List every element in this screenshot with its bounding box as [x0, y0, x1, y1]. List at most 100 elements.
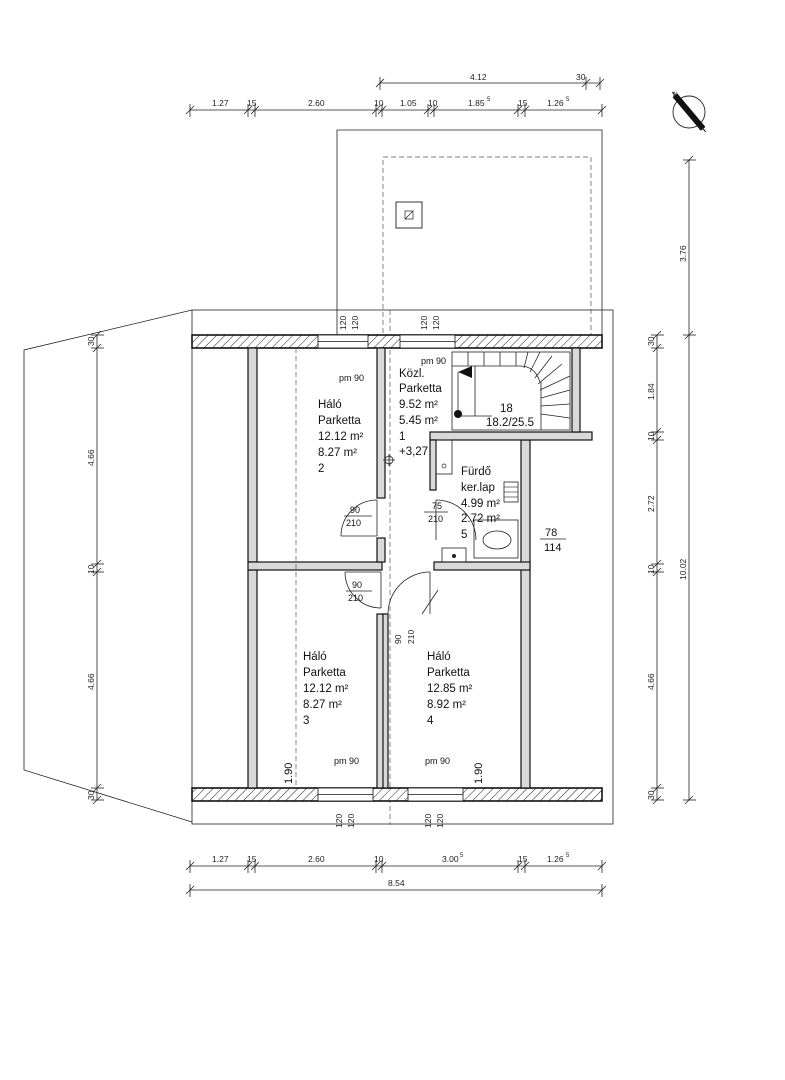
- dim-bottom-5: 15: [518, 854, 528, 864]
- dim-bottom-0: 1.27: [212, 854, 229, 864]
- room-5-area1: 4.99 m²: [461, 498, 500, 510]
- dim-bottom-1: 15: [247, 854, 257, 864]
- room-3-name: Háló: [303, 651, 327, 663]
- staircase: [451, 351, 571, 431]
- room-2-label: Háló Parketta 12.12 m² 8.27 m² 2: [318, 399, 364, 475]
- stair-steps: 18: [500, 403, 513, 415]
- dim-right-2: 1.84: [646, 383, 656, 400]
- roof-outline: [191, 309, 614, 825]
- dim-bottom-6: 1.26: [547, 854, 564, 864]
- dim-right-4: 2.72: [646, 495, 656, 512]
- dim-right-1: 30: [646, 336, 656, 346]
- dim-bottom-2: 2.60: [308, 854, 325, 864]
- dim-top-4: 1.05: [400, 98, 417, 108]
- dim-top-7: 15: [518, 98, 528, 108]
- pm-label-0: pm 90: [339, 373, 364, 383]
- win-mark-0: 120: [338, 316, 348, 330]
- room-4-label: Háló Parketta 12.85 m² 8.92 m² 4: [427, 651, 473, 727]
- win-mark-4: 120: [334, 814, 344, 828]
- dim-top-2: 2.60: [308, 98, 325, 108]
- left-dimension-line: 30 4.66 10 4.66 30: [86, 330, 104, 805]
- dim-left-2: 10: [86, 564, 96, 574]
- dim-top-6-sup: 5: [487, 97, 491, 103]
- dim-left-0: 30: [86, 336, 96, 346]
- window-size-labels: 120 120 120 120 120 120 120 120: [334, 316, 445, 828]
- dim-top-8: 1.26: [547, 98, 564, 108]
- room-3-number: 3: [303, 715, 309, 727]
- door-1-width: 90: [350, 505, 360, 515]
- room-4-name: Háló: [427, 651, 451, 663]
- dim-top-6: 1.85: [468, 98, 485, 108]
- window-78-width: 78: [545, 527, 557, 539]
- room-1-number: 1: [399, 431, 405, 443]
- height-mark-0: 1.90: [283, 763, 295, 784]
- dim-left-4: 30: [86, 790, 96, 800]
- doors: [340, 454, 477, 615]
- stair-ratio: 18.2/25.5: [486, 417, 534, 429]
- dim-top-1: 15: [247, 98, 257, 108]
- room-4-number: 4: [427, 715, 434, 727]
- dim-bottom-3: 10: [374, 854, 384, 864]
- sink-icon: [435, 439, 453, 475]
- balcony-outline: [336, 129, 603, 338]
- door-2-height: 210: [428, 514, 443, 524]
- dim-bottom-4: 3.00: [442, 854, 459, 864]
- door-1-height: 210: [346, 518, 361, 528]
- room-1-area1: 9.52 m²: [399, 399, 438, 411]
- dim-right-0: 3.76: [678, 245, 688, 262]
- room-4-area1: 12.85 m²: [427, 683, 473, 695]
- window-78-height: 114: [544, 542, 562, 554]
- room-3-area1: 12.12 m²: [303, 683, 349, 695]
- dim-top-end: 30: [576, 72, 586, 82]
- dim-right-6: 4.66: [646, 673, 656, 690]
- door-4-width: 90: [393, 634, 403, 644]
- room-4-floor: Parketta: [427, 667, 470, 679]
- room-2-number: 2: [318, 463, 324, 475]
- dim-bottom-4-sup: 5: [460, 853, 464, 859]
- dim-top-0: 1.27: [212, 98, 229, 108]
- room-3-floor: Parketta: [303, 667, 346, 679]
- door-2-width: 75: [432, 501, 442, 511]
- room-5-area2: 2.72 m²: [461, 513, 500, 525]
- room-1-label: Közl. Parketta 9.52 m² 5.45 m² 1 +3,27: [399, 368, 442, 458]
- dim-bottom-total: 8.54: [388, 878, 405, 888]
- top-dimension-line: 1.27 15 2.60 10 1.05 10 1.85 5 15 1.26 5: [185, 97, 607, 117]
- win-mark-7: 120: [435, 814, 445, 828]
- dim-top-8-sup: 5: [566, 97, 570, 103]
- right-dimension-line-outer: 3.76 10.02: [678, 155, 696, 805]
- room-3-label: Háló Parketta 12.12 m² 8.27 m² 3: [303, 651, 349, 727]
- room-2-area2: 8.27 m²: [318, 447, 357, 459]
- door-4-height: 210: [406, 630, 416, 644]
- dim-top-3: 10: [374, 98, 384, 108]
- bottom-dimension-line: 1.27 15 2.60 10 3.00 5 15 1.26 5: [185, 853, 607, 873]
- top-upper-dimension: 4.12 30: [375, 72, 605, 90]
- door-3-width: 90: [352, 580, 362, 590]
- room-1-area2: 5.45 m²: [399, 415, 438, 427]
- pm-label-2: pm 90: [334, 756, 359, 766]
- dim-right-3: 10: [646, 431, 656, 441]
- room-1-floor: Parketta: [399, 383, 442, 395]
- room-2-area1: 12.12 m²: [318, 431, 364, 443]
- bathroom-fixtures: [435, 439, 519, 563]
- pm-label-1: pm 90: [421, 356, 446, 366]
- room-1-level: +3,27: [399, 446, 428, 458]
- win-mark-2: 120: [419, 316, 429, 330]
- dim-right-7: 30: [646, 790, 656, 800]
- svg-text:N: N: [673, 92, 677, 98]
- room-5-label: Fürdő ker.lap 4.99 m² 2.72 m² 5: [461, 466, 500, 541]
- dim-left-1: 4.66: [86, 449, 96, 466]
- dim-top-5: 10: [428, 98, 438, 108]
- interior-walls: [247, 347, 593, 789]
- height-mark-1: 1.90: [473, 763, 485, 784]
- dim-top-total: 4.12: [470, 72, 487, 82]
- win-mark-6: 120: [423, 814, 433, 828]
- room-5-floor: ker.lap: [461, 482, 495, 494]
- win-mark-1: 120: [350, 316, 360, 330]
- right-dimension-line-inner: 30 1.84 10 2.72 10 4.66 30: [646, 330, 664, 805]
- svg-text:D: D: [699, 126, 704, 132]
- room-3-area2: 8.27 m²: [303, 699, 342, 711]
- toilet-icon: [441, 547, 467, 563]
- room-1-name: Közl.: [399, 368, 425, 380]
- exterior-walls: [191, 334, 603, 802]
